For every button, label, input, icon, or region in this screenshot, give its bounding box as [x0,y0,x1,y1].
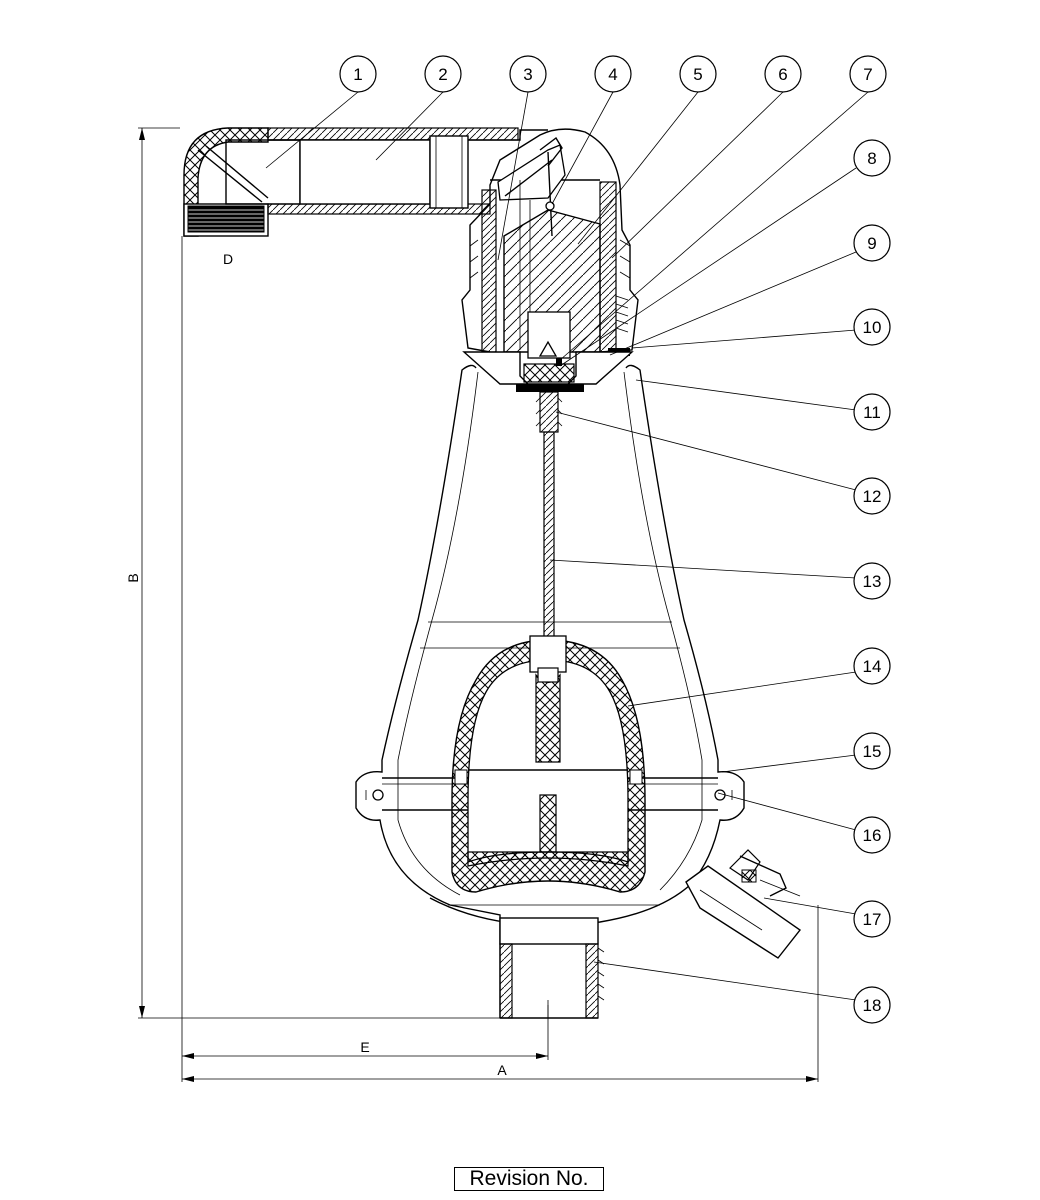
svg-text:4: 4 [608,65,617,84]
svg-text:2: 2 [438,65,447,84]
dimension-b-label: B [125,573,141,582]
callout-11: 11 [853,393,891,431]
svg-text:9: 9 [867,234,876,253]
callout-17: 17 [853,900,891,938]
callout-14: 14 [853,647,891,685]
svg-text:15: 15 [863,742,882,761]
callout-6: 6 [764,55,802,93]
lower-float [451,635,646,893]
svg-text:1: 1 [353,65,362,84]
float-stem [535,391,563,639]
callout-7: 7 [849,55,887,93]
svg-text:7: 7 [863,65,872,84]
callout-15: 15 [853,732,891,770]
callout-16: 16 [853,816,891,854]
leader-lines [265,91,869,1001]
orifice-seat [462,340,634,392]
svg-text:3: 3 [523,65,532,84]
callout-18: 18 [853,986,891,1024]
svg-text:12: 12 [863,487,882,506]
upper-float [503,209,601,359]
svg-text:11: 11 [863,403,881,422]
dimension-d-label: D [223,251,233,267]
revision-label: Revision No. [469,1167,589,1190]
callout-13: 13 [853,562,891,600]
valve-bonnet [461,128,639,356]
svg-text:17: 17 [863,910,882,929]
svg-text:8: 8 [867,149,876,168]
dimension-a-line [182,905,819,1082]
dimension-e-label: E [360,1039,369,1055]
drain-valve [685,849,802,959]
callout-10: 10 [853,308,891,346]
dimension-a-label: A [497,1062,507,1078]
svg-text:5: 5 [693,65,702,84]
svg-text:18: 18 [863,996,882,1015]
main-body [355,364,745,1019]
outlet-elbow [183,127,548,237]
callout-12: 12 [853,477,891,515]
callout-5: 5 [679,55,717,93]
callout-3: 3 [509,55,547,93]
callout-2: 2 [424,55,462,93]
svg-text:14: 14 [863,657,882,676]
svg-text:16: 16 [863,826,882,845]
callout-8: 8 [853,139,891,177]
svg-text:6: 6 [778,65,787,84]
svg-text:13: 13 [863,572,882,591]
revision-number-box: Revision No. [454,1167,604,1191]
callout-1: 1 [339,55,377,93]
callout-9: 9 [853,224,891,262]
callout-4: 4 [594,55,632,93]
svg-text:10: 10 [863,318,882,337]
dimension-b-line [138,127,505,1019]
